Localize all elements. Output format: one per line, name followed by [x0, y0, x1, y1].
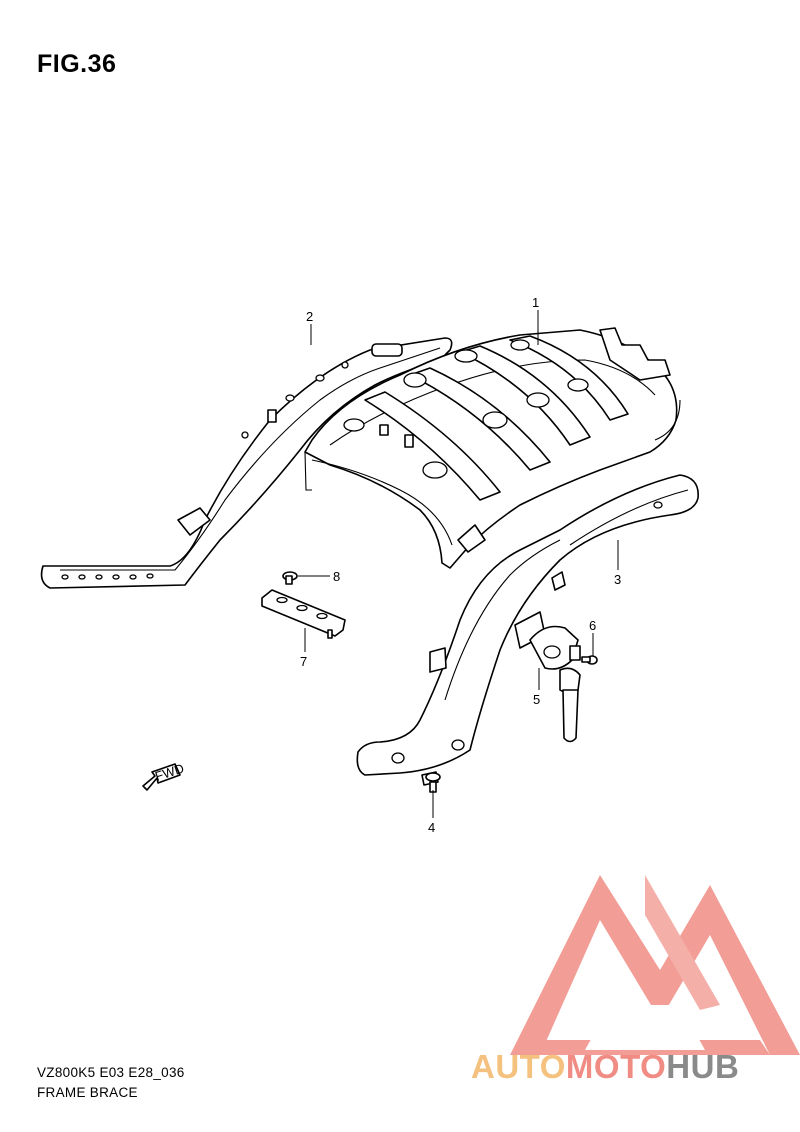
fwd-arrow-icon: FWD [142, 761, 186, 791]
part-3-right-brace [356, 474, 699, 776]
figure-title: FIG.36 [37, 50, 117, 78]
callout-8: 8 [333, 569, 340, 584]
part-4-bolt [421, 771, 441, 793]
watermark-part-auto: AUTO [471, 1048, 566, 1085]
watermark-part-hub: HUB [666, 1048, 740, 1085]
callout-4: 4 [428, 820, 435, 835]
part-8-screw [282, 571, 298, 585]
watermark-text: AUTOMOTOHUB [471, 1048, 739, 1086]
callout-1: 1 [532, 295, 539, 310]
watermark-logo [510, 875, 800, 1055]
part-1-center-brace [304, 327, 681, 569]
callout-6: 6 [589, 618, 596, 633]
figure-caption: FRAME BRACE [37, 1085, 138, 1100]
callout-2: 2 [306, 309, 313, 324]
model-code: VZ800K5 E03 E28_036 [37, 1065, 185, 1080]
part-5-latch [529, 625, 581, 743]
callout-5: 5 [533, 692, 540, 707]
part-2-left-brace [40, 337, 453, 589]
callout-7: 7 [300, 654, 307, 669]
watermark-part-moto: MOTO [565, 1048, 667, 1085]
leader-lines [298, 310, 619, 818]
callout-3: 3 [614, 572, 621, 587]
fwd-label: FWD [153, 761, 186, 784]
part-7-plate [261, 589, 346, 639]
part-6-screw [581, 655, 598, 665]
